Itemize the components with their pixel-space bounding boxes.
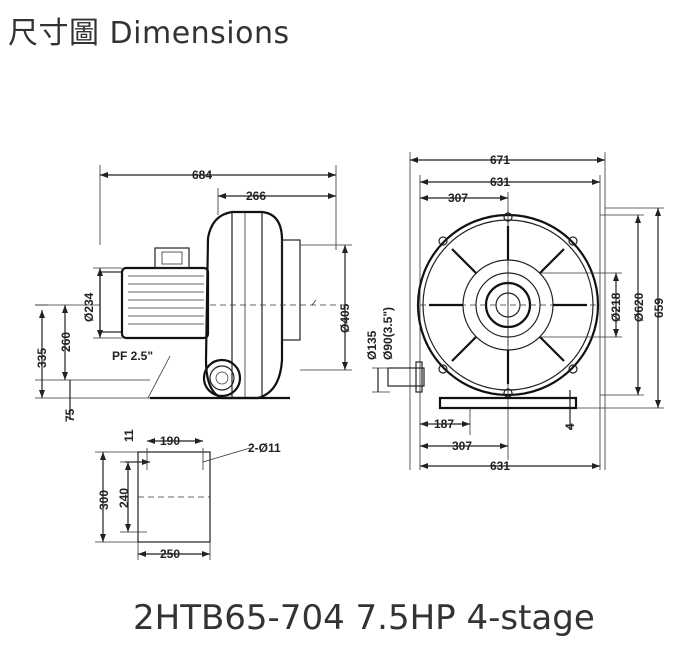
- side-view: 684 266: [35, 165, 352, 422]
- model-caption: 2HTB65-704 7.5HP 4-stage: [133, 598, 595, 638]
- dim-266: 266: [246, 189, 266, 203]
- dim-dia-90: Ø90(3.5"): [381, 307, 395, 360]
- dim-250: 250: [160, 547, 180, 561]
- dim-dia-234: Ø234: [82, 292, 96, 322]
- dim-190: 190: [160, 434, 180, 448]
- page-title: 尺寸圖 Dimensions: [8, 16, 290, 51]
- dim-260: 260: [59, 332, 73, 352]
- dim-75: 75: [63, 408, 77, 422]
- dim-4: 4: [563, 423, 577, 430]
- dim-684: 684: [192, 168, 212, 182]
- dim-671: 671: [490, 153, 510, 167]
- front-view: 671 631 307: [365, 152, 666, 473]
- dim-187: 187: [434, 417, 454, 431]
- dim-307-bottom: 307: [452, 439, 472, 453]
- dim-dia-218: Ø218: [609, 292, 623, 322]
- dim-659: 659: [652, 298, 666, 318]
- holes-label: 2-Ø11: [248, 441, 281, 455]
- dim-11: 11: [122, 429, 136, 442]
- dim-dia-135: Ø135: [365, 330, 379, 360]
- port-label: PF 2.5": [112, 349, 153, 363]
- dim-dia-405: Ø405: [338, 303, 352, 333]
- dim-307: 307: [448, 191, 468, 205]
- dim-335: 335: [35, 348, 49, 368]
- dim-631: 631: [490, 175, 510, 189]
- dim-631-bottom: 631: [490, 459, 510, 473]
- dim-300: 300: [97, 490, 111, 510]
- dim-240: 240: [117, 488, 131, 508]
- dim-dia-620: Ø620: [632, 292, 646, 322]
- base-plate-view: 190 11 2-Ø11 300 240 250: [95, 429, 281, 561]
